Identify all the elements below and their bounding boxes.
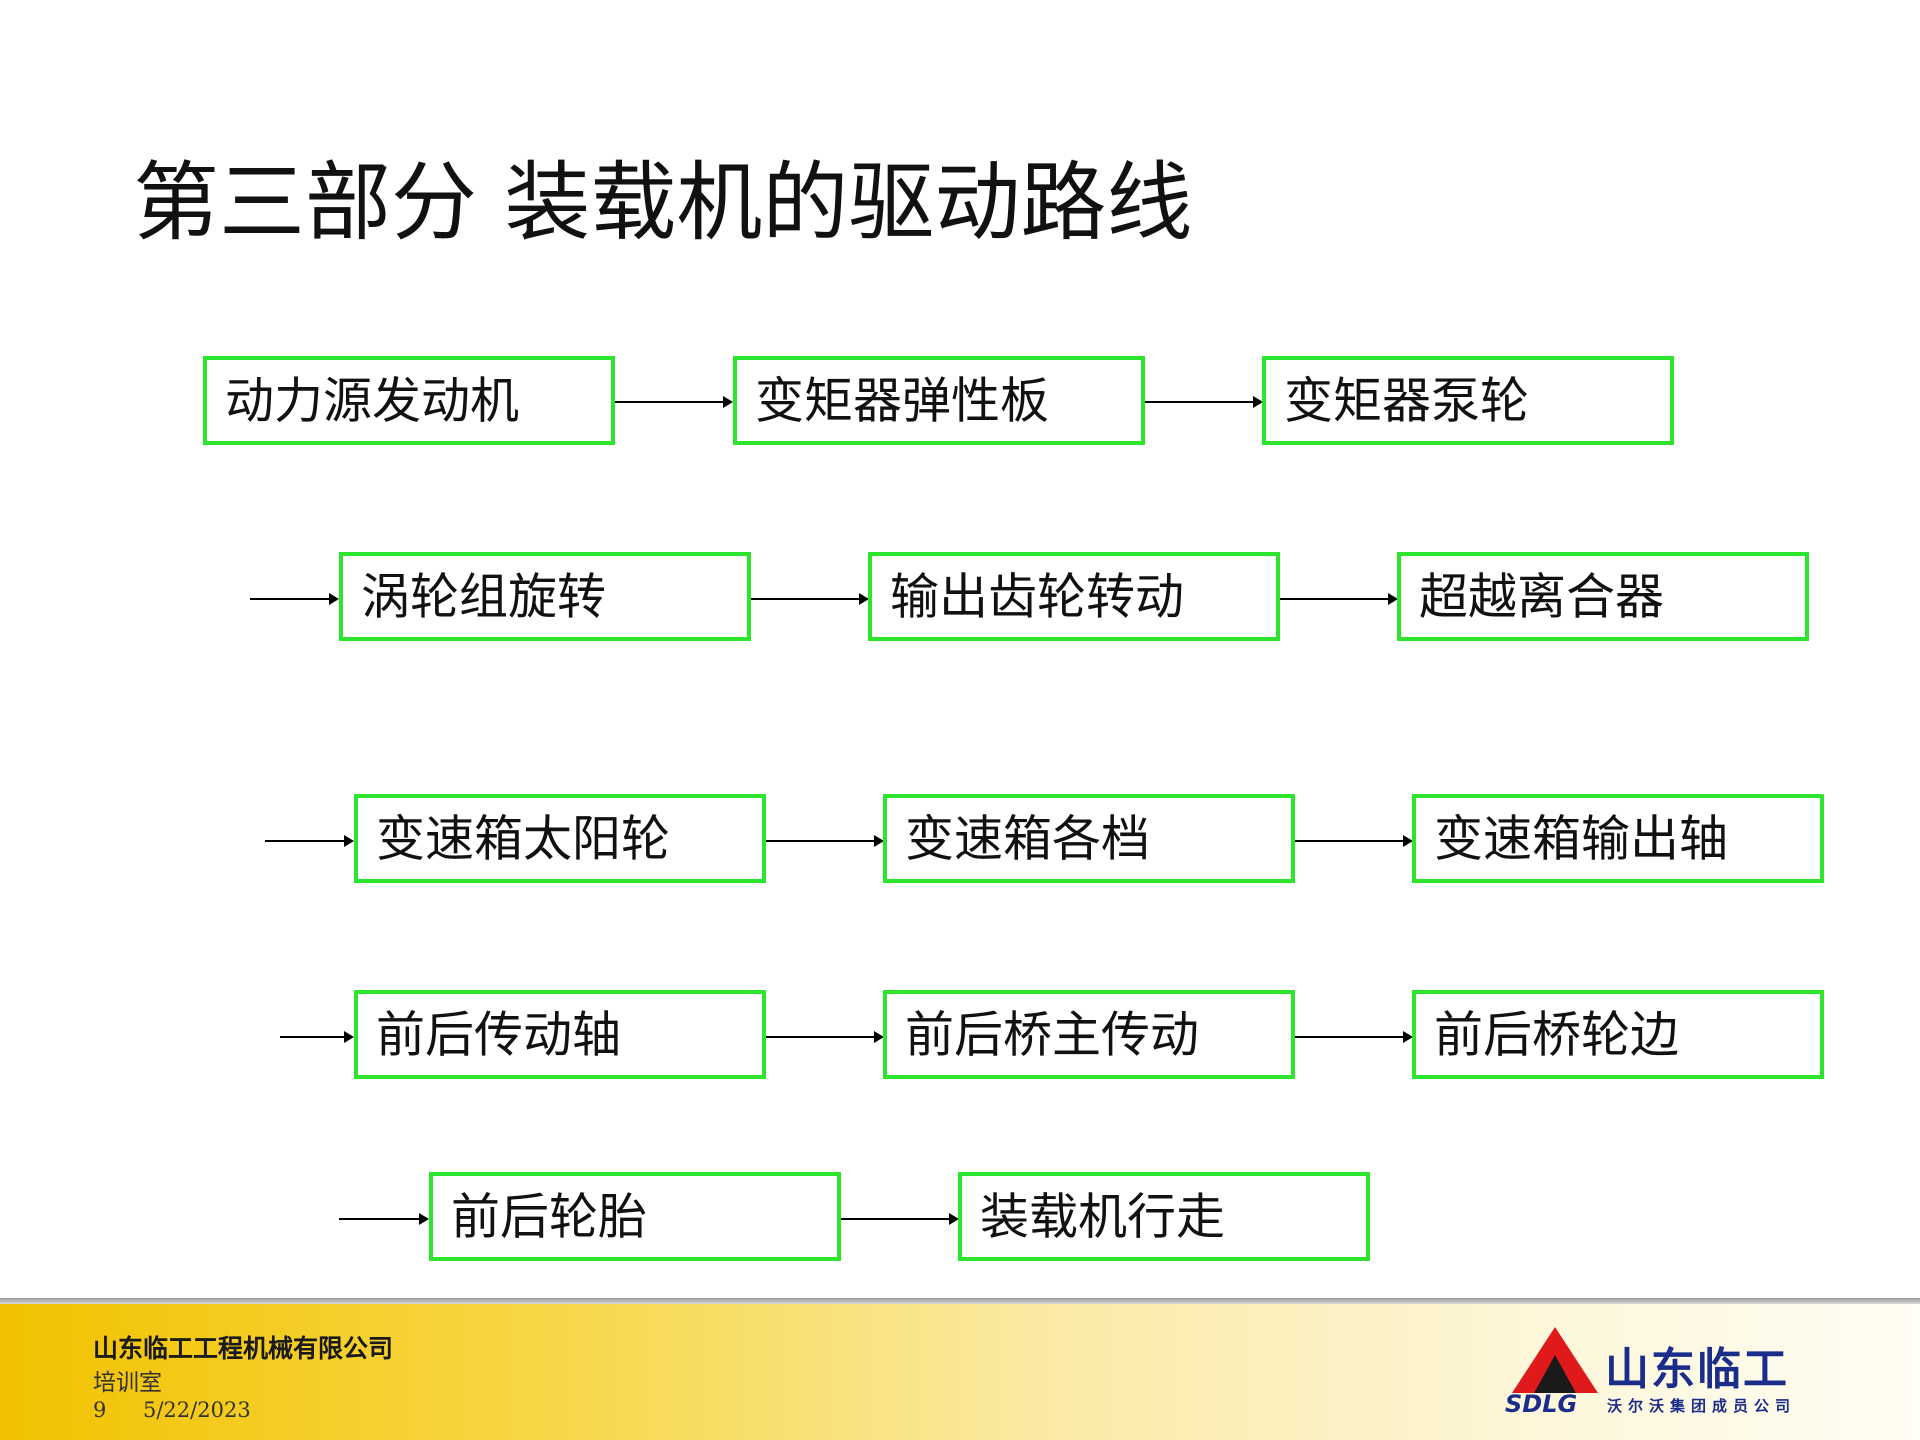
company-logo: 山东临工 SDLG 沃尔沃集团成员公司 [1505,1325,1845,1425]
footer-band [0,1304,1920,1440]
flow-box-label: 变矩器泵轮 [1284,372,1530,429]
flow-arrow [250,593,339,605]
flow-box-label: 变矩器弹性板 [755,372,1050,429]
flow-arrow [280,1031,354,1043]
flow-box-label: 装载机行走 [980,1188,1226,1245]
flow-arrow [841,1213,959,1225]
flow-box-label: 变速箱输出轴 [1434,810,1729,867]
flow-box-label: 动力源发动机 [225,372,520,429]
flow-arrow [1145,396,1263,408]
flow-arrow [1280,593,1398,605]
flow-arrow [615,396,733,408]
flow-box-loader-travel: 装载机行走 [958,1172,1370,1261]
flow-box-label: 输出齿轮转动 [890,568,1185,625]
flow-arrow [339,1213,429,1225]
footer-divider [0,1298,1920,1304]
flow-box-output-gear: 输出齿轮转动 [868,552,1280,641]
flow-box-label: 前后桥轮边 [1434,1006,1680,1063]
flow-box-label: 前后桥主传动 [905,1006,1200,1063]
footer-company: 山东临工工程机械有限公司 [93,1334,394,1363]
footer-department: 培训室 [93,1370,162,1396]
flow-box-turbine: 涡轮组旋转 [339,552,751,641]
flow-box-label: 变速箱各档 [905,810,1151,867]
flow-box-label: 变速箱太阳轮 [376,810,671,867]
flow-box-gears: 变速箱各档 [883,794,1295,883]
flow-box-label: 超越离合器 [1419,568,1665,625]
flow-arrow [766,835,884,847]
flow-box-label: 前后传动轴 [376,1006,622,1063]
flow-box-axle-main-drive: 前后桥主传动 [883,990,1295,1079]
page-title: 第三部分 装载机的驱动路线 [133,153,1193,253]
flow-box-label: 前后轮胎 [451,1188,648,1245]
flow-arrow [1295,835,1413,847]
flow-box-overrunning-clutch: 超越离合器 [1397,552,1809,641]
slide-number: 9 [93,1398,107,1422]
flow-box-pump-wheel: 变矩器泵轮 [1262,356,1674,445]
logo-subtitle: 沃尔沃集团成员公司 [1607,1397,1797,1415]
flow-arrow [751,593,869,605]
logo-name-cn: 山东临工 [1605,1344,1789,1395]
flow-arrow [265,835,354,847]
flow-arrow [1295,1031,1413,1043]
flow-box-wheel-hub: 前后桥轮边 [1412,990,1824,1079]
flow-box-tires: 前后轮胎 [429,1172,841,1261]
logo-name-en: SDLG [1505,1390,1578,1418]
flow-box-drive-shaft: 前后传动轴 [354,990,766,1079]
flow-box-flexplate: 变矩器弹性板 [733,356,1145,445]
sdlg-triangle-logo-icon [1512,1327,1598,1393]
slide-date: 5/22/2023 [143,1398,251,1422]
flow-box-label: 涡轮组旋转 [361,568,607,625]
flow-box-sun-gear: 变速箱太阳轮 [354,794,766,883]
flow-arrow [766,1031,884,1043]
flow-box-output-shaft: 变速箱输出轴 [1412,794,1824,883]
flow-box-engine: 动力源发动机 [203,356,615,445]
